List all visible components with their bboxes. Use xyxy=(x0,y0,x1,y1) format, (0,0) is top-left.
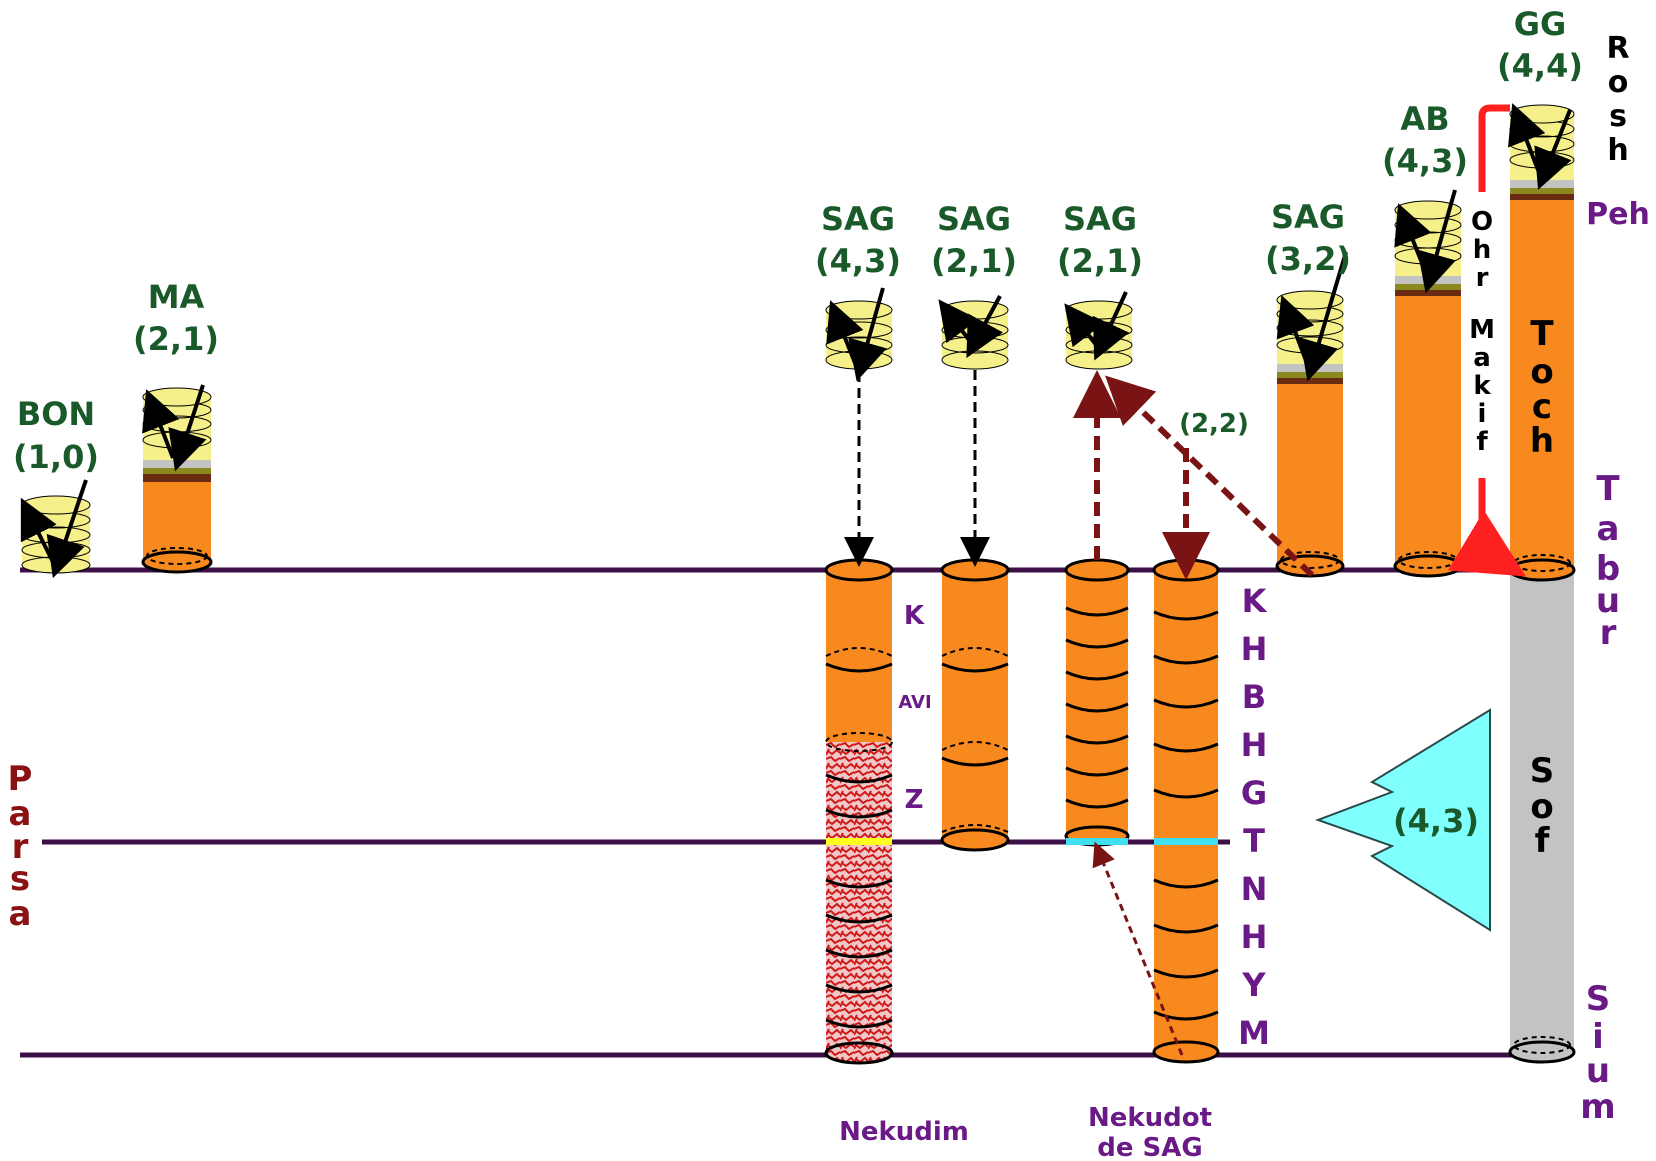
label-sof-letter: o xyxy=(1530,787,1553,827)
label-ab: AB xyxy=(1400,100,1449,138)
sefira-label: H xyxy=(1241,918,1268,956)
label-tabur-letter: r xyxy=(1600,613,1617,653)
label-ab-value: (4,3) xyxy=(1382,142,1468,180)
label-makif-letter: i xyxy=(1478,399,1487,429)
sefira-label: B xyxy=(1242,678,1266,716)
sag-3-2-partzuf xyxy=(1275,251,1348,578)
label-bon: BON xyxy=(17,395,95,433)
label-nekudim: Nekudim xyxy=(839,1117,969,1147)
sag-2-1-head-b xyxy=(1064,291,1133,370)
sefirot-list: K H B H G T N H Y M xyxy=(1238,582,1270,1052)
sag-2-1-lower-column xyxy=(940,558,1010,852)
label-avi: AVI xyxy=(898,692,931,713)
sag-2-1-lower-column-b xyxy=(1064,558,1130,847)
label-sag-1: SAG xyxy=(821,200,895,238)
label-tabur-letter: a xyxy=(1597,509,1620,549)
label-bon-value: (1,0) xyxy=(13,438,99,476)
sefira-label: H xyxy=(1241,630,1268,668)
label-peh: Peh xyxy=(1586,197,1650,232)
label-parsa-letter: a xyxy=(9,794,32,834)
label-sium-letter: m xyxy=(1580,1087,1615,1127)
label-toch-letter: c xyxy=(1532,387,1552,427)
label-sof-letter: f xyxy=(1535,821,1551,861)
label-makif-letter: a xyxy=(1473,343,1491,373)
label-parsa-letter: a xyxy=(9,894,32,934)
label-ma-value: (2,1) xyxy=(133,320,219,358)
sefira-label: K xyxy=(1242,582,1268,620)
label-ohr-letter: O xyxy=(1471,207,1493,237)
label-rosh-letter: R xyxy=(1606,31,1629,66)
sefira-label: G xyxy=(1241,774,1267,812)
label-sof: S o f xyxy=(1530,751,1555,861)
nekudot-arrows xyxy=(1073,370,1315,1056)
sefira-label: Y xyxy=(1241,966,1266,1004)
label-rosh: R o s h xyxy=(1606,31,1629,168)
label-makif-letter: f xyxy=(1476,427,1488,457)
sefira-label: N xyxy=(1241,870,1268,908)
label-parsa-letter: r xyxy=(12,827,29,867)
nekudot-de-sag-column xyxy=(1152,558,1220,1064)
label-parsa-letter: P xyxy=(8,759,33,799)
gg-partzuf xyxy=(1507,103,1576,1064)
label-sag-4-value: (3,2) xyxy=(1265,240,1351,278)
label-sium-letter: u xyxy=(1586,1051,1610,1091)
label-sag-2: SAG xyxy=(937,200,1011,238)
label-tabur: T a b u r xyxy=(1596,469,1621,653)
label-2-2: (2,2) xyxy=(1179,409,1249,439)
label-tabur-letter: b xyxy=(1596,549,1620,589)
sag-2-1-head-a xyxy=(938,295,1009,370)
label-rosh-letter: o xyxy=(1608,65,1629,100)
ab-partzuf xyxy=(1393,189,1463,578)
ohr-makif-arrow xyxy=(1447,104,1527,577)
restriction-arrow xyxy=(1315,708,1491,932)
label-makif-letter: k xyxy=(1473,371,1491,401)
label-toch-letter: h xyxy=(1530,421,1554,461)
label-nekudot-line1: Nekudot xyxy=(1088,1103,1212,1133)
sag-4-3-head xyxy=(825,287,893,382)
label-ohr-makif: O h r M a k i f xyxy=(1469,207,1495,457)
label-toch-letter: o xyxy=(1530,352,1553,392)
label-sium: S i u m xyxy=(1580,979,1615,1127)
label-tabur-letter: T xyxy=(1596,469,1620,509)
label-sag-2-value: (2,1) xyxy=(931,242,1017,280)
label-rosh-letter: s xyxy=(1609,99,1627,134)
label-ohr-letter: h xyxy=(1473,235,1492,265)
sefira-label: M xyxy=(1238,1014,1270,1052)
label-sag-1-value: (4,3) xyxy=(815,242,901,280)
label-tabur-letter: u xyxy=(1596,581,1620,621)
nekudim-column xyxy=(824,558,894,1065)
label-gg-value: (4,4) xyxy=(1497,47,1583,85)
bon-partzuf xyxy=(20,479,91,579)
label-toch: T o c h xyxy=(1530,314,1555,461)
label-rosh-letter: h xyxy=(1607,133,1628,168)
label-parsa: P a r s a xyxy=(8,759,33,934)
label-sium-letter: S xyxy=(1586,979,1611,1019)
label-4-3-arrow: (4,3) xyxy=(1393,802,1479,840)
label-nekudot-line2: de SAG xyxy=(1097,1133,1203,1161)
sefira-label: H xyxy=(1241,726,1268,764)
label-toch-letter: T xyxy=(1530,314,1554,354)
label-makif-letter: M xyxy=(1469,315,1495,345)
label-gg: GG xyxy=(1514,5,1567,43)
label-sag-4: SAG xyxy=(1271,198,1345,236)
label-sag-3-value: (2,1) xyxy=(1057,242,1143,280)
sefira-label: T xyxy=(1243,822,1265,860)
label-sag-3: SAG xyxy=(1063,200,1137,238)
ma-partzuf xyxy=(141,384,213,574)
label-z: Z xyxy=(905,785,924,815)
label-ma: MA xyxy=(148,278,205,316)
label-ohr-letter: r xyxy=(1476,263,1489,293)
label-parsa-letter: s xyxy=(10,859,30,899)
label-sof-letter: S xyxy=(1530,751,1555,791)
label-k: K xyxy=(904,601,925,631)
label-sium-letter: i xyxy=(1592,1017,1604,1057)
